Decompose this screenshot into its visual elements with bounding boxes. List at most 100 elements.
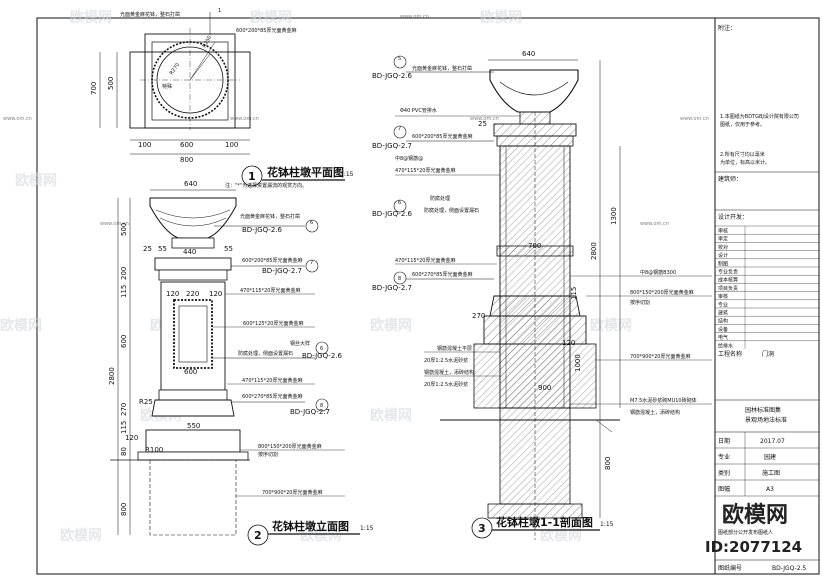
tb-row-label: 校对 [718,244,728,251]
elev-title-index: 2 [254,529,262,542]
tb-project-field: 工程名称 [718,350,742,358]
elev-dim-500: 500 [120,223,128,236]
elev-callout-code: BD-JGQ-2.6 [242,226,283,234]
plan-title-index: 1 [248,170,256,183]
elev-callout-code: BD-JGQ-2.6 [302,352,343,360]
tb-row-label: 建筑 [718,310,728,317]
sec-footing [499,407,571,505]
sec-dim-800: 800 [604,457,612,470]
elev-callout-no: 8 [320,403,323,409]
elevation-view: 640 注："*"为选择资置漏流的观赏方向。 440 25 55 55 120 … [108,180,374,546]
svg-text:www.om.cn: www.om.cn [100,221,129,227]
sec-callout-2: 7 BD-JGQ-2.7 600*200*85厚光面黄金麻 [372,125,494,150]
sec-scale: 1:15 [600,521,614,528]
plan-top-note: 光面黄金麻花钵，整石打凿 [120,11,180,18]
tb-date-value: 2017.07 [760,438,785,445]
brand-id: ID:2077124 [705,538,802,556]
elev-dim-270: 270 [120,403,128,416]
tb-notes-head: 附注： [718,24,736,32]
tb-info-rows: 日期 2017.07 专业 园建 类别 施工图 图幅 A3 [715,432,819,497]
elev-dim-640: 640 [184,180,197,188]
tb-row-label: 成本核算 [718,277,738,284]
elev-callout-note: 防腐处理，侧面设置漏石 [238,350,293,357]
elev-dim-600h: 600 [184,368,197,376]
elev-note-4: 800*150*200厚光面黄金麻 [258,443,322,450]
tb-row-label: 项目负责 [718,285,738,292]
tb-sheet-no-value: BD-JGQ-2.5 [772,565,806,572]
sec-base [483,315,587,345]
elev-note-1: 600*125*20厚光面黄金麻 [243,320,303,327]
sec-note-r1: 800*150*200厚光面黄金麻 [630,289,694,296]
sec-dim-900: 900 [538,384,551,392]
elev-callout-no: 6 [320,346,323,352]
svg-text:www.om.cn: www.om.cn [400,14,429,20]
sec-note-r4: M7.5水泥砂浆砌MU10砖砌体 [630,397,697,404]
svg-text:www.om.cn: www.om.cn [470,116,499,122]
elev-dim-550: 550 [187,422,200,430]
elev-dim-r100: R100 [145,446,163,454]
plan-view: R270 R250 特殊 光面黄金麻花钵，整石打凿 600*200*85厚光面黄… [90,8,354,187]
plan-special-label: 特殊 [162,83,172,90]
svg-text:www.om.cn: www.om.cn [3,116,32,122]
sec-bowl-inner [499,81,569,96]
sec-callout-code: BD-JGQ-2.7 [372,142,412,150]
tb-note-2: 2.所有尺寸均以毫米 [720,151,765,158]
elev-callout-4: 600*270*85厚光面黄金麻 8 BD-JGQ-2.7 [231,393,330,416]
sheet-border [36,17,820,575]
elev-dim-115: 115 [120,285,128,298]
sec-dim-25: 25 [478,120,487,128]
elev-scale: 1:15 [360,525,374,532]
sec-bowl [489,69,579,113]
title-block: 附注： 1.本图纸为BDTGBJ设计院有限公司 图纸，仅用于参考。 2.所有尺寸… [705,24,819,572]
sec-title-index: 3 [478,522,486,535]
elev-callout-1: 光面黄金麻花钵，整石打凿 6 BD-JGQ-2.6 [214,213,319,234]
sec-dim-1000: 1000 [574,354,582,372]
svg-text:www.om.cn: www.om.cn [230,116,259,122]
sec-soil-mark [595,419,613,433]
sec-dim-120: 120 [562,339,575,347]
sec-note-r0: 中8@钢筋B300 [640,269,676,276]
tb-note-0: 1.本图纸为BDTGBJ设计院有限公司 [720,113,799,120]
elev-callout-3: 防腐处理，侧面设置漏石 6 BD-JGQ-2.6 [212,341,343,360]
tb-design-value: 园建 [764,453,776,461]
elev-dim-120: 120 [166,290,179,298]
elev-cap [154,257,232,271]
elev-dim-600v: 600 [120,335,128,348]
sec-dim-115: 115 [570,287,578,300]
sec-note-r3: 700*900*20厚光面黄金麻 [630,353,690,360]
svg-text:www.om.cn: www.om.cn [640,221,669,227]
sec-callout-note: 600*270*85厚光面黄金麻 [412,271,472,278]
svg-text:欧模网: 欧模网 [480,9,522,26]
elev-title-circle [247,524,269,546]
plan-dim-100a: 100 [138,141,151,149]
elev-callout-2: 600*200*85厚光面黄金麻 7 BD-JGQ-2.7 [231,257,319,275]
tb-sheet-no-label: 图纸编号 [718,564,742,572]
sec-note-6: 20厚1:2.5水泥砂浆 [424,357,468,364]
sec-note-3: 防腐处理 [430,195,450,202]
svg-text:欧模网: 欧模网 [60,527,102,544]
plan-section-mark: 1 [218,8,221,14]
sec-plinth [489,295,581,317]
brand-logo-text: 欧模网 [722,502,788,528]
plan-dim-500: 500 [107,77,115,90]
tb-row-label: 审核 [718,293,728,300]
sec-callout-code: BD-JGQ-2.6 [372,210,413,218]
elev-dim-r25: R25 [139,398,153,406]
sec-note-5: 钢筋混凝土平层 [437,345,472,352]
sec-dim-700: 700 [528,242,541,250]
elev-callout-note: 光面黄金麻花钵，整石打凿 [240,213,300,220]
elev-bowl-fluting [155,209,231,227]
plan-radius-line-2 [189,41,216,81]
elev-dim-120b: 120 [209,290,222,298]
elev-callout-no: 6 [310,220,313,226]
sec-callout-code: BD-JGQ-2.6 [372,72,413,80]
watermark-layer: 欧模网 欧模网 欧模网 欧模网 欧模网 欧模网 欧模网 欧模网 欧模网 欧模网 … [0,9,709,544]
tb-size-label: 图幅 [718,485,730,493]
tb-row-label: 设计 [718,252,728,259]
sec-callout-note: 600*200*85厚光面黄金麻 [412,133,472,140]
sec-callout-no: 5 [398,56,401,62]
sec-callout-no: 8 [398,276,401,282]
tb-row-label: 设备 [718,326,728,333]
tb-row-label: 审定 [718,236,728,243]
